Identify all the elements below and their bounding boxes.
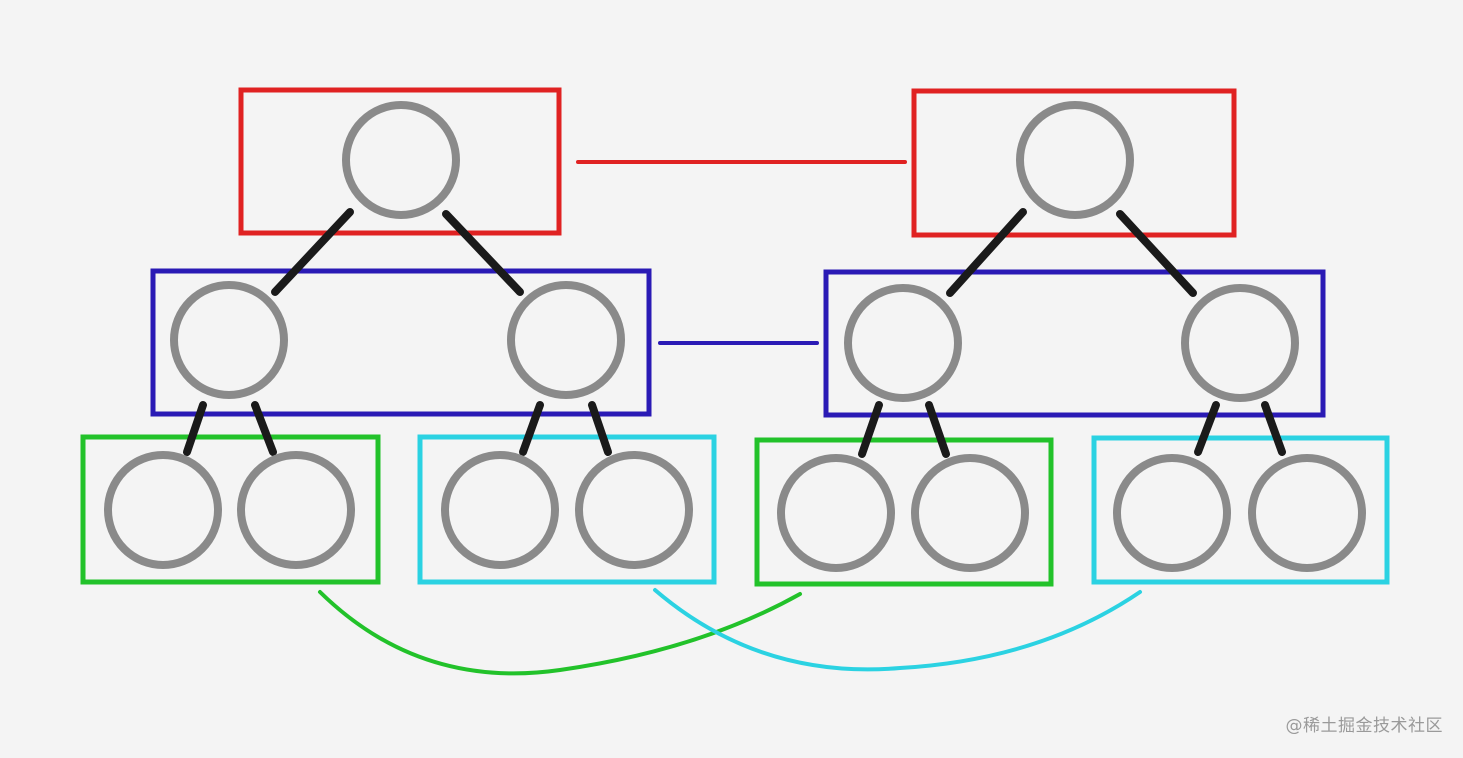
left-leaf-frame-green — [80, 434, 381, 585]
left-leaf-node-3 — [441, 451, 559, 569]
right-mid-node-left — [844, 284, 962, 402]
left-edge-mid-left-to-leaf-1 — [183, 401, 207, 456]
left-root-frame — [238, 87, 562, 236]
right-edge-mid-right-to-leaf-4 — [1261, 401, 1286, 456]
right-edge-mid-left-to-leaf-1 — [858, 401, 883, 458]
watermark-text: @稀土掘金技术社区 — [1285, 716, 1443, 736]
link-leaf-cyan — [653, 588, 1142, 672]
left-leaf-node-4 — [575, 451, 693, 569]
right-leaf-node-2 — [911, 454, 1029, 572]
right-leaf-node-3 — [1113, 454, 1231, 572]
link-leaf-green — [318, 590, 802, 676]
right-leaf-node-1 — [777, 454, 895, 572]
left-leaf-frame-cyan — [417, 434, 717, 585]
left-edge-mid-left-to-leaf-2 — [251, 401, 277, 456]
left-root-node — [342, 101, 460, 219]
right-edge-mid-left-to-leaf-2 — [925, 401, 950, 458]
right-tree — [754, 88, 1390, 587]
left-edge-root-to-mid-right — [442, 210, 524, 296]
right-edge-mid-right-to-leaf-3 — [1194, 401, 1220, 456]
right-mid-frame — [823, 269, 1326, 418]
left-mid-node-right — [507, 281, 625, 399]
left-mid-node-left — [170, 281, 288, 399]
left-leaf-node-1 — [104, 451, 222, 569]
right-edge-root-to-mid-right — [1116, 210, 1197, 297]
right-leaf-frame-green — [754, 437, 1054, 587]
left-tree — [80, 87, 717, 585]
right-root-node — [1016, 101, 1134, 219]
comparison-links — [318, 160, 1142, 676]
right-edge-root-to-mid-left — [946, 208, 1027, 297]
left-leaf-node-2 — [237, 451, 355, 569]
right-root-frame — [911, 88, 1237, 238]
right-leaf-frame-cyan — [1091, 435, 1390, 585]
left-edge-root-to-mid-left — [271, 208, 354, 296]
left-edge-mid-right-to-leaf-3 — [519, 401, 544, 456]
right-mid-node-right — [1181, 284, 1299, 402]
left-mid-frame — [150, 268, 652, 417]
right-leaf-node-4 — [1248, 454, 1366, 572]
left-edge-mid-right-to-leaf-4 — [588, 401, 612, 456]
